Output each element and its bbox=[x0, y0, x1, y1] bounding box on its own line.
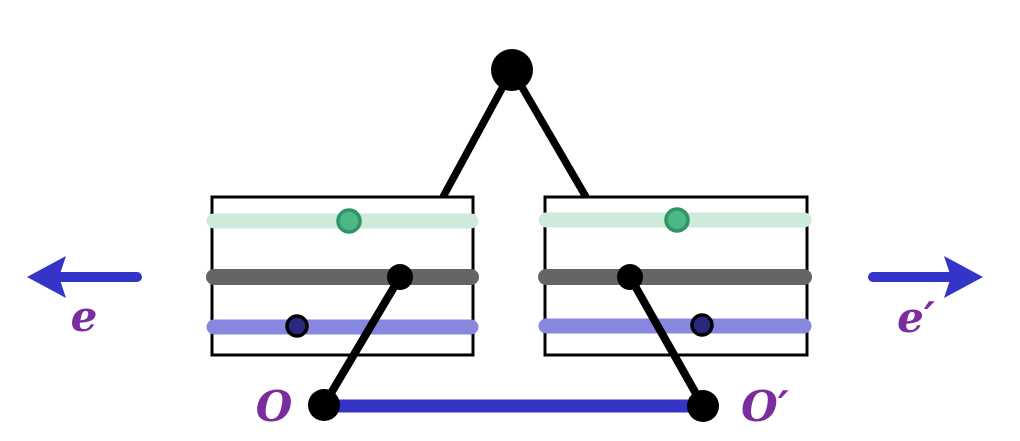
apex-node bbox=[491, 49, 533, 91]
green-point-left bbox=[336, 208, 362, 234]
label-e-prime: e′ bbox=[897, 293, 935, 342]
apex-edge-left bbox=[439, 68, 516, 199]
label-e: e bbox=[71, 292, 98, 341]
navy-point-left bbox=[285, 314, 309, 338]
fiber-line-left bbox=[320, 274, 404, 408]
label-O-prime: O′ bbox=[741, 382, 789, 431]
apex-edge-right bbox=[508, 68, 590, 199]
e-prime-arrow bbox=[868, 256, 983, 298]
label-O: O bbox=[256, 382, 293, 431]
e-prime-arrow-head bbox=[944, 256, 983, 298]
green-point-right bbox=[664, 207, 690, 233]
black-point-left bbox=[387, 264, 413, 290]
e-arrow bbox=[27, 256, 142, 298]
e-arrow-head bbox=[27, 256, 66, 298]
point-O bbox=[308, 389, 340, 421]
black-point-right bbox=[617, 264, 643, 290]
navy-point-right bbox=[690, 313, 714, 337]
fiber-line-right bbox=[626, 275, 707, 408]
point-O-prime bbox=[687, 390, 719, 422]
